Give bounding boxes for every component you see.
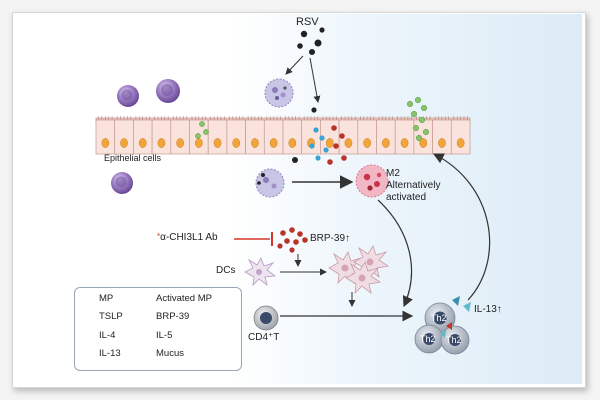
epithelial-nucleus [176,138,184,148]
epithelial-nucleus [344,138,353,148]
antibody-label: *α-CHI3L1 Ab [157,232,218,243]
mp-cell [156,79,180,103]
epithelial-nucleus [382,138,390,148]
brp39-dots [327,125,347,165]
arrow-rsv-to-mp [285,55,304,75]
epithelial-cell [114,119,134,155]
activated-mp-top [264,78,294,108]
epithelial-nucleus [269,138,278,148]
mucus-dots [195,96,430,142]
epithelial-cell [301,119,321,155]
legend-label-il13: IL-13 [99,348,121,359]
epithelial-cell [357,119,377,155]
epithelial-nucleus [438,138,446,148]
epithelial-nucleus [213,138,222,148]
epithelial-nucleus [456,138,465,148]
epithelial-nucleus [419,138,428,148]
th2-label-top: Th2 [431,313,447,323]
epithelial-cell [226,119,246,155]
arrow-m2-to-th2 [377,199,413,308]
epithelial-nucleus [138,138,147,148]
epithelial-nucleus [363,138,371,148]
arrow-th2-to-epithelium [432,153,491,301]
epithelial-nucleus [232,138,241,148]
epithelial-cell [245,119,265,155]
epithelial-cells-label: Epithelial cells [104,153,162,163]
epithelial-cell [432,119,452,155]
epithelial-nucleus [288,138,297,148]
background-region [230,14,582,384]
dendritic-cell [244,257,277,287]
m2-label-line2: Alternatively [386,180,441,191]
epithelial-cell [450,119,471,155]
mp-cell [111,172,133,194]
epithelial-nucleus [251,138,259,148]
epithelial-nucleus [325,138,334,148]
epithelial-cell [170,119,190,155]
rsv-label: RSV [296,16,319,28]
epithelial-nucleus [157,138,166,148]
mp-cell [117,85,139,107]
epithelial-cell [263,119,284,155]
epithelial-cell [133,119,153,155]
activated-dc-cluster [328,245,390,295]
epithelial-cell [394,119,415,155]
cd4-label: CD4⁺T [248,332,280,343]
legend-label-activated-mp: Activated MP [156,293,212,304]
epithelial-nucleus [120,138,128,148]
epithelial-cell [282,119,303,155]
epithelial-cell [151,119,172,155]
antibody-star: * [157,232,161,241]
epithelial-nucleus [400,138,409,148]
legend-label-il4: IL-4 [99,330,116,341]
m2-macrophage [355,164,389,198]
dcs-label: DCs [216,265,236,276]
epithelial-cell [207,119,228,155]
cd4-t-cell [253,305,279,331]
legend-label-tslp: TSLP [99,311,123,322]
legend-label-mp: MP [99,293,114,304]
tslp-dots [309,127,329,161]
epithelial-nucleus [101,138,110,148]
arrow-rsv-to-epithelium [309,57,321,103]
legend-box: MP Activated MP TSLP BRP-39 IL-4 IL-5 IL… [74,287,242,371]
legend-label-il5: IL-5 [156,330,173,341]
il13-label: IL-13↑ [474,304,502,315]
legend-label-mucus: Mucus [156,348,184,359]
epithelial-nucleus [195,138,203,148]
epithelial-layer [95,116,471,155]
m2-label-line1: M2 [386,168,400,179]
antibody-text: α-CHI3L1 Ab [160,232,218,243]
epithelial-cell [376,119,396,155]
m2-label: M2 Alternatively activated [386,168,440,204]
activated-mp-left [255,168,285,198]
brp39-cluster [277,227,308,253]
cytokine-triangles [440,296,471,338]
legend-label-brp39: BRP-39 [156,311,190,322]
th2-cluster [414,302,470,355]
epithelial-cell [95,119,116,155]
brp39-label: BRP-39↑ [310,233,351,244]
th2-label-right: Th2 [446,335,462,345]
m2-label-line3: activated [386,192,427,203]
th2-label-left: Th2 [420,334,436,344]
